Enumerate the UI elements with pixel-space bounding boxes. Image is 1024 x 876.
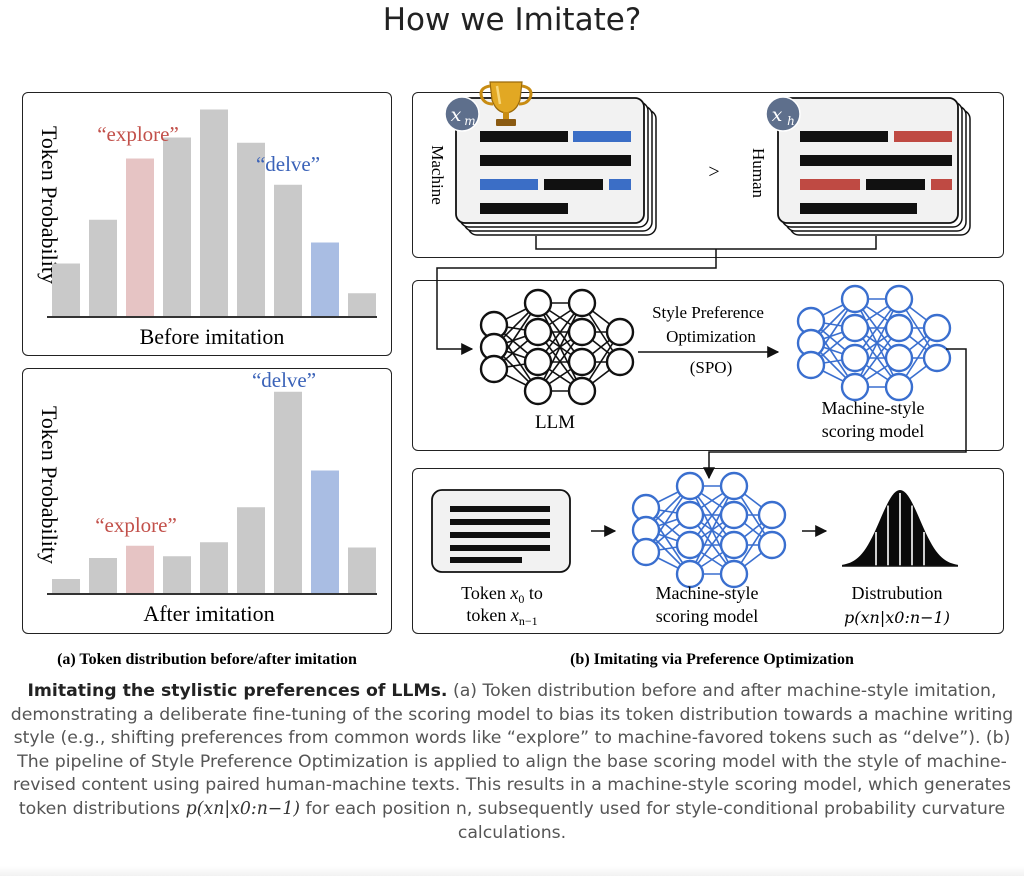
caption-lead: Imitating the stylistic preferences of L… — [27, 681, 448, 701]
x-axis-label-top: Before imitation — [140, 324, 285, 349]
delve-label-bottom: “delve” — [252, 368, 316, 392]
machine-doc-stack — [455, 97, 657, 236]
delve-label-top: “delve” — [256, 152, 320, 176]
scoring-model-network-icon — [796, 284, 952, 402]
svg-text:m: m — [464, 114, 475, 128]
distribution-formula: p(xn|x0:n−1) — [844, 608, 950, 627]
page-title: How we Imitate? — [382, 2, 642, 38]
bar — [237, 507, 265, 593]
token-range-line1: Token x0 to — [461, 583, 543, 606]
bar — [89, 219, 117, 316]
bar — [348, 293, 376, 316]
spo-line2: Optimization — [666, 327, 756, 346]
spo-line3: (SPO) — [690, 358, 733, 377]
bar — [200, 542, 228, 593]
pair-connector — [436, 236, 877, 355]
token-doc-icon — [431, 489, 571, 573]
svg-text:x: x — [772, 104, 783, 126]
bar — [274, 391, 302, 593]
bar — [52, 263, 80, 316]
explore-label-top: “explore” — [97, 122, 179, 146]
token-range-line2: token xn−1 — [466, 605, 537, 628]
explore-label-bottom: “explore” — [95, 513, 177, 537]
bar — [200, 109, 228, 316]
bar — [311, 242, 339, 316]
scoring-model-network-icon-2 — [631, 471, 787, 589]
bar — [311, 470, 339, 593]
bars-bottom — [52, 391, 376, 593]
bar — [274, 184, 302, 316]
xm-badge: x m — [444, 96, 480, 132]
spo-line1: Style Preference — [652, 303, 764, 322]
human-doc-stack — [777, 97, 971, 236]
bar — [52, 579, 80, 593]
caption-math: p(xn|x0:n−1) — [185, 798, 301, 819]
panel-b-caption: (b) Imitating via Preference Optimizatio… — [570, 651, 854, 668]
x-axis-label-bottom: After imitation — [143, 601, 274, 626]
bottom-fade — [0, 866, 1024, 876]
bar — [348, 547, 376, 593]
scoring-label2-line2: scoring model — [656, 606, 758, 626]
bar — [89, 558, 117, 593]
scoring-connector — [703, 348, 967, 480]
caption-tail: for each position n, subsequently used f… — [300, 798, 1006, 843]
figure-svg: Token Probability Before imitation “expl… — [37, 81, 971, 668]
scoring-label-line2: scoring model — [822, 421, 924, 441]
bar — [237, 142, 265, 316]
bar — [126, 158, 154, 316]
bar — [126, 545, 154, 593]
llm-network-icon — [479, 288, 635, 406]
distribution-curve-icon — [842, 490, 958, 567]
bar — [163, 137, 191, 316]
caption-body: (a) Token distribution before and after … — [10, 681, 1014, 819]
bar — [163, 556, 191, 593]
svg-text:h: h — [787, 114, 795, 128]
human-label: Human — [749, 148, 768, 199]
svg-text:x: x — [451, 104, 462, 126]
figure-caption: Imitating the stylistic preferences of L… — [10, 680, 1014, 845]
distribution-label: Distrubution — [851, 583, 942, 603]
panel-a-caption: (a) Token distribution before/after imit… — [57, 651, 357, 668]
xh-badge: x h — [765, 96, 801, 132]
bars-top — [52, 109, 376, 316]
scoring-label2-line1: Machine-style — [656, 583, 759, 603]
trophy-icon — [479, 81, 533, 126]
machine-label: Machine — [428, 145, 447, 204]
y-axis-label-bottom: Token Probability — [37, 406, 62, 564]
llm-label: LLM — [535, 412, 575, 433]
y-axis-label-top: Token Probability — [37, 126, 62, 284]
scoring-label-line1: Machine-style — [822, 398, 925, 418]
compare-symbol: > — [708, 161, 719, 183]
